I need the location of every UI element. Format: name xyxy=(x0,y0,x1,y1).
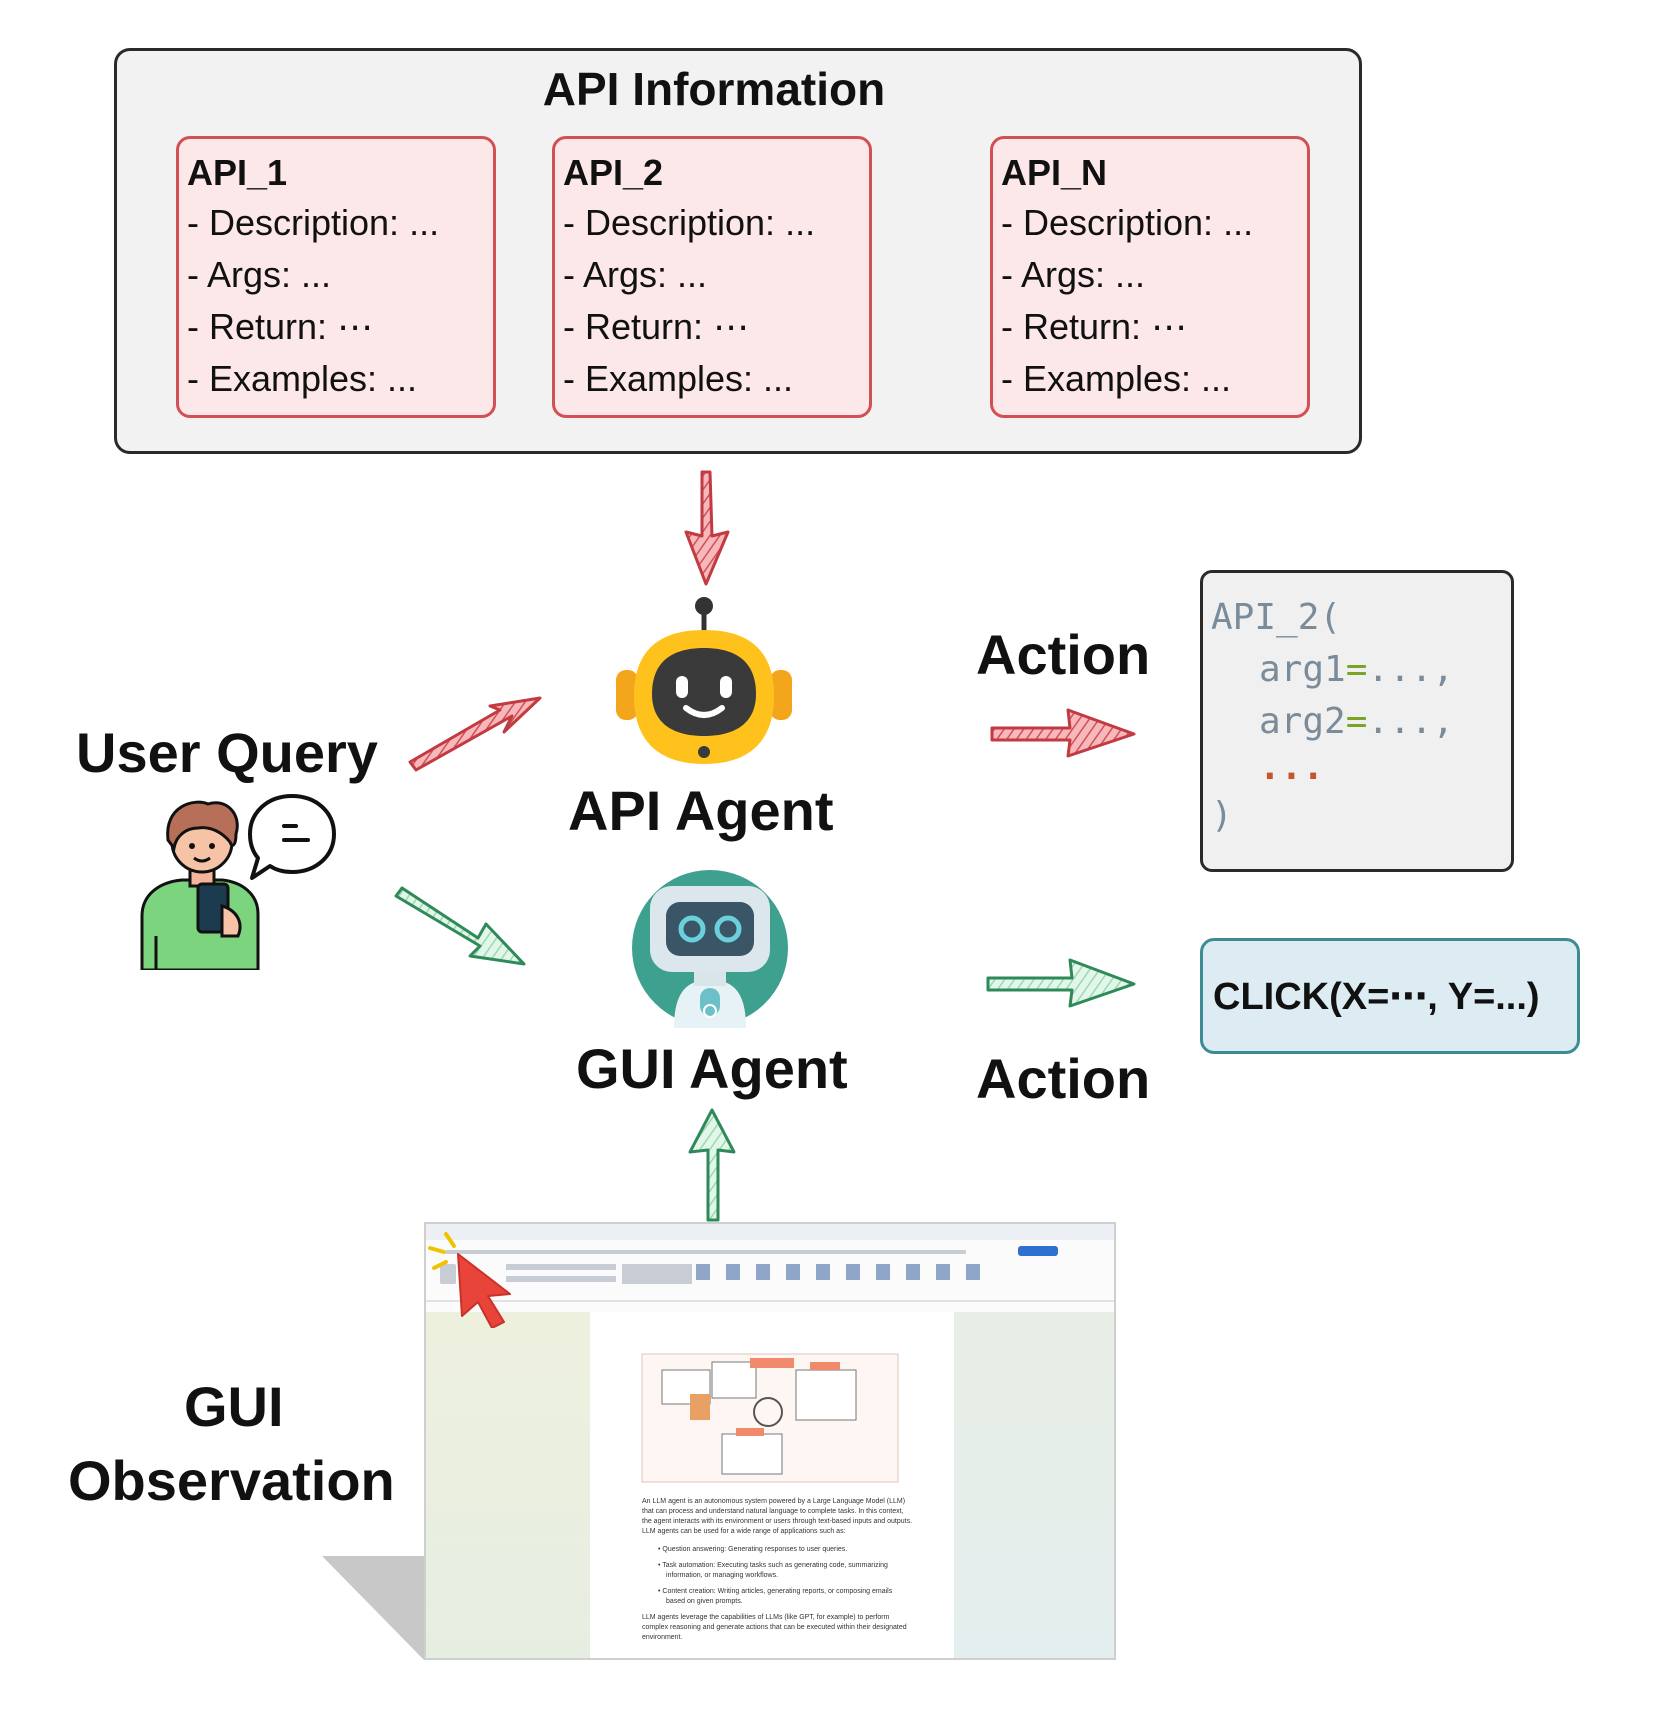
api-card-return: - Return: ⋯ xyxy=(563,306,750,347)
arrow-observation-to-gui-agent xyxy=(688,1108,736,1222)
code-eq-2: = xyxy=(1345,701,1368,742)
api-card-name: API_N xyxy=(1001,152,1108,193)
api-card-examples: - Examples: ... xyxy=(1001,358,1232,399)
gui-click-action-box: CLICK(X=⋯, Y=...) xyxy=(1200,938,1580,1054)
arrow-user-to-gui-agent xyxy=(394,886,526,966)
api-card-description: - Description: ... xyxy=(563,202,816,243)
api-card-name: API_2 xyxy=(563,152,664,193)
gui-agent-label: GUI Agent xyxy=(576,1037,848,1100)
arrow-gui-agent-action xyxy=(986,958,1136,1008)
api-card-description: - Description: ... xyxy=(1001,202,1254,243)
code-arg2: arg2 xyxy=(1259,701,1346,742)
embedded-figure xyxy=(641,1353,899,1483)
code-ellipsis: ... xyxy=(1259,747,1325,788)
api-card-args: - Args: ... xyxy=(187,254,332,295)
screenshot-left-margin xyxy=(426,1312,590,1658)
code-fn: API_2( xyxy=(1211,597,1342,638)
user-query-label: User Query xyxy=(76,721,378,784)
gui-observation-label-line1: GUI xyxy=(184,1375,284,1438)
api-card-description: - Description: ... xyxy=(187,202,440,243)
code-arg1: arg1 xyxy=(1259,649,1346,690)
code-close: ) xyxy=(1211,795,1233,836)
screenshot-document-page: An LLM agent is an autonomous system pow… xyxy=(590,1312,954,1658)
code-arg1-rest: ..., xyxy=(1367,649,1455,690)
api-card-name: API_1 xyxy=(187,152,288,193)
action-label-api: Action xyxy=(976,623,1151,686)
code-arg2-line: arg2=..., xyxy=(1259,701,1454,742)
screenshot-titlebar xyxy=(426,1224,1114,1240)
api-card-args: - Args: ... xyxy=(563,254,708,295)
ribbon-icons xyxy=(426,1246,1114,1302)
api-agent-label: API Agent xyxy=(568,779,834,842)
api-card-examples: - Examples: ... xyxy=(563,358,794,399)
api-card-1: API_1 - Description: ... - Args: ... - R… xyxy=(176,136,496,418)
api-card-return: - Return: ⋯ xyxy=(187,306,374,347)
arrow-user-to-api-agent xyxy=(408,696,542,772)
api-card-2: API_2 - Description: ... - Args: ... - R… xyxy=(552,136,872,418)
api-card-return: - Return: ⋯ xyxy=(1001,306,1188,347)
gui-observation-label-line2: Observation xyxy=(68,1449,395,1512)
action-label-gui: Action xyxy=(976,1047,1151,1110)
screenshot-right-margin xyxy=(950,1312,1114,1658)
arrow-api-info-to-agent xyxy=(684,470,730,586)
code-arg2-rest: ..., xyxy=(1367,701,1455,742)
api-card-args: - Args: ... xyxy=(1001,254,1146,295)
screenshot-shadow xyxy=(322,1556,424,1660)
api-card-n: API_N - Description: ... - Args: ... - R… xyxy=(990,136,1310,418)
api-call-code-box: API_2( arg1=..., arg2=..., ... ) xyxy=(1200,570,1514,872)
screenshot-ribbon xyxy=(426,1240,1114,1313)
cursor-pointer-icon xyxy=(428,1232,511,1328)
arrow-api-agent-action xyxy=(990,708,1136,758)
api-card-examples: - Examples: ... xyxy=(187,358,418,399)
code-arg1-line: arg1=..., xyxy=(1259,649,1454,690)
speech-bubble-icon xyxy=(248,794,336,880)
api-information-title: API Information xyxy=(542,63,886,115)
user-with-phone-icon xyxy=(140,800,260,970)
code-eq-1: = xyxy=(1345,649,1368,690)
gui-observation-screenshot: An LLM agent is an autonomous system pow… xyxy=(424,1222,1116,1660)
robot-yellow-icon xyxy=(616,597,792,764)
robot-teal-icon xyxy=(632,870,788,1028)
